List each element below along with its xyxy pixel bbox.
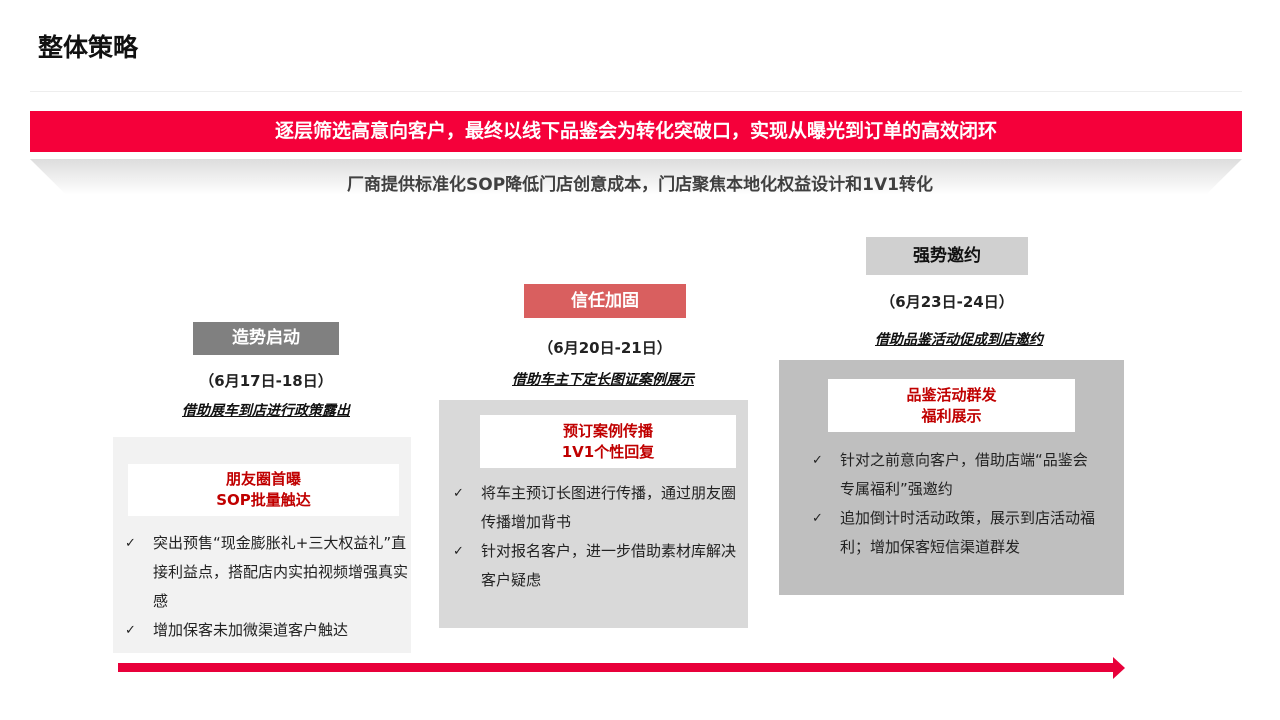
check-icon: ✓ <box>453 486 464 501</box>
stage-3-date: （6月23日-24日） <box>880 293 1014 311</box>
bullet-item: ✓追加倒计时活动政策，展示到店活动福利；增加保客短信渠道群发 <box>812 504 1102 562</box>
banner-shadow <box>30 159 1242 195</box>
stage-1-highlight: 朋友圈首曝 SOP批量触达 <box>128 464 399 516</box>
stage-3-panel: 品鉴活动群发 福利展示 ✓针对之前意向客户，借助店端“品鉴会专属福利”强邀约 ✓… <box>779 360 1124 595</box>
stage-3-highlight: 品鉴活动群发 福利展示 <box>828 379 1075 432</box>
stage-3-label: 强势邀约 <box>866 237 1028 275</box>
highlight-line: 预订案例传播 <box>562 421 653 440</box>
bullet-item: ✓针对之前意向客户，借助店端“品鉴会专属福利”强邀约 <box>812 446 1102 504</box>
arrow-right-icon <box>1113 657 1125 679</box>
bullet-item: ✓将车主预订长图进行传播，通过朋友圈传播增加背书 <box>453 479 741 537</box>
stage-2-date: （6月20日-21日） <box>538 339 672 357</box>
check-icon: ✓ <box>812 453 823 468</box>
highlight-line: SOP批量触达 <box>216 491 311 509</box>
page-title: 整体策略 <box>38 33 139 62</box>
stage-2-tagline: 借助车主下定长图证案例展示 <box>512 372 694 388</box>
bullet-item: ✓突出预售“现金膨胀礼+三大权益礼”直接利益点，搭配店内实拍视频增强真实感 <box>125 529 409 616</box>
highlight-line: 朋友圈首曝 <box>225 470 301 488</box>
check-icon: ✓ <box>125 536 136 551</box>
subheadline: 厂商提供标准化SOP降低门店创意成本，门店聚焦本地化权益设计和1V1转化 <box>347 175 933 195</box>
bullet-item: ✓针对报名客户，进一步借助素材库解决客户疑虑 <box>453 537 741 595</box>
check-icon: ✓ <box>125 623 136 638</box>
highlight-line: 福利展示 <box>921 406 982 425</box>
stage-1-tagline: 借助展车到店进行政策露出 <box>182 403 350 419</box>
stage-2-label: 信任加固 <box>524 284 686 318</box>
stage-1-label: 造势启动 <box>193 322 339 355</box>
check-icon: ✓ <box>453 544 464 559</box>
check-icon: ✓ <box>812 511 823 526</box>
stage-2-highlight: 预订案例传播 1V1个性回复 <box>480 415 736 468</box>
stage-1-date: （6月17日-18日） <box>199 372 333 390</box>
divider <box>30 91 1242 92</box>
headline-banner: 逐层筛选高意向客户，最终以线下品鉴会为转化突破口，实现从曝光到订单的高效闭环 <box>30 111 1242 152</box>
stage-3-tagline: 借助品鉴活动促成到店邀约 <box>875 332 1043 348</box>
timeline-arrow-shaft <box>118 663 1114 672</box>
highlight-line: 1V1个性回复 <box>561 442 655 461</box>
bullet-item: ✓增加保客未加微渠道客户触达 <box>125 616 409 645</box>
stage-1-panel: 朋友圈首曝 SOP批量触达 ✓突出预售“现金膨胀礼+三大权益礼”直接利益点，搭配… <box>113 437 411 653</box>
stage-2-panel: 预订案例传播 1V1个性回复 ✓将车主预订长图进行传播，通过朋友圈传播增加背书 … <box>439 400 748 628</box>
highlight-line: 品鉴活动群发 <box>906 385 997 404</box>
